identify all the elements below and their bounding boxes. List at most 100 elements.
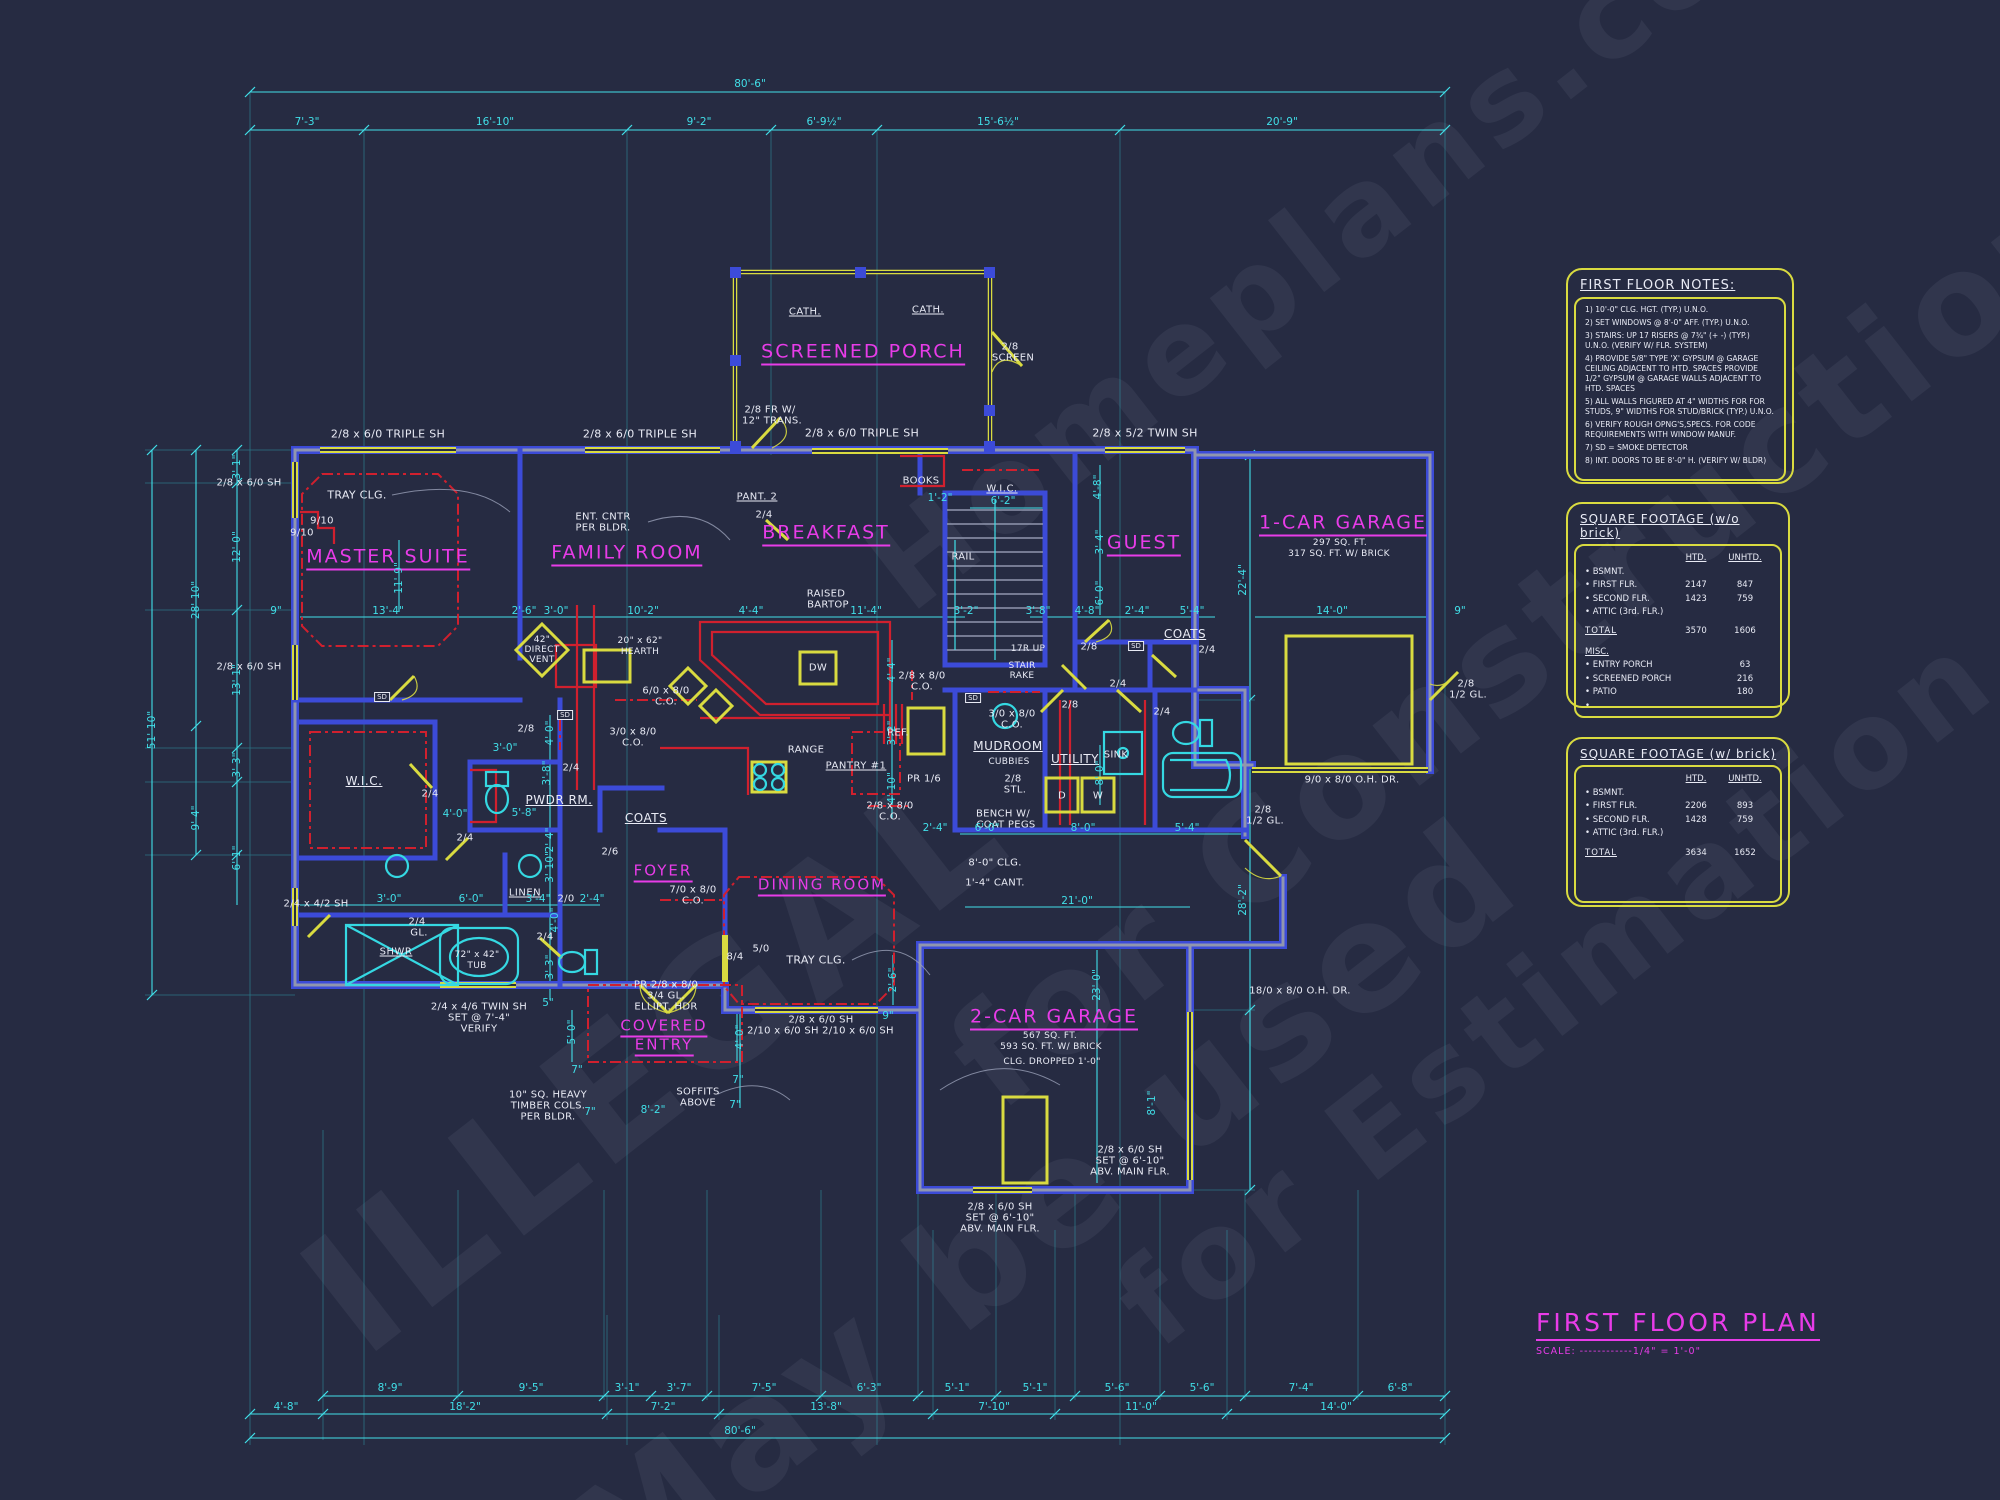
dim-label: 5" [542, 997, 554, 1009]
dim-label: 9" [270, 605, 282, 617]
annotation-washer: W [1092, 790, 1104, 802]
annotation-cubbies: CUBBIES [988, 757, 1030, 767]
col-header-htd: HTD. [1685, 774, 1707, 784]
annotation-ent-cntr-2: PER BLDR. [575, 522, 631, 534]
dim-label: 4'-4" [738, 605, 764, 617]
area-label-pantry1: PANTRY #1 [825, 760, 887, 772]
annotation-timber-1: 10" SQ. HEAVY [509, 1089, 587, 1101]
dim-label: 2'-4" [922, 822, 948, 834]
sqft-panel-wo-brick: SQUARE FOOTAGE (w/o brick) HTD.UNHTD. • … [1566, 502, 1790, 718]
window-label-triple-master: 2/8 x 6/0 TRIPLE SH [330, 427, 446, 441]
area-label-cath-2: CATH. [911, 304, 945, 316]
door-label-24: 2/4 [536, 931, 554, 943]
dim-label: 5'-0" [566, 1019, 578, 1045]
dim-label: 18'-2" [449, 1401, 481, 1413]
dim-label: 3'-4" [1094, 529, 1106, 555]
dim-label: 9'-5" [518, 1382, 544, 1394]
door-label-gl28-garage-1: 2/8 [1457, 678, 1475, 690]
annotation-hearth-2: HEARTH [620, 647, 660, 657]
door-label-24: 2/4 [562, 762, 580, 774]
dim-label: 15'-6½" [977, 116, 1019, 128]
window-label-triple-breakfast: 2/8 x 6/0 TRIPLE SH [804, 426, 920, 440]
garage2-sqft: 567 SQ. FT. [1022, 1031, 1078, 1041]
sqft-total: TOTAL [1585, 847, 1617, 858]
room-label-guest: GUEST [1106, 532, 1182, 557]
dim-label: 4'-0" [734, 1024, 746, 1050]
sqft-misc-row: • [1585, 714, 1719, 716]
annotation-bench-1: BENCH W/ [976, 808, 1030, 820]
annotation-vent-2: DIRECT [524, 645, 560, 655]
dim-label: 8'-0" [1094, 760, 1106, 786]
annotation-vent-3: VENT [529, 655, 555, 665]
area-label-linen: LINEN [508, 887, 542, 899]
sheet-scale: SCALE: ------------1/4" = 1'-0" [1536, 1346, 1701, 1357]
dim-label: 2'-6" [887, 967, 899, 993]
dim-label: 14'-0" [1316, 605, 1348, 617]
area-label-pant2: PANT. 2 [736, 491, 778, 503]
area-label-cath-1: CATH. [788, 306, 822, 318]
dim-label: 6'-0" [458, 893, 484, 905]
dim-label: 9" [1454, 605, 1466, 617]
note-item: 7) SD = SMOKE DETECTOR [1585, 443, 1688, 453]
annotation-timber-2: TIMBER COLS. [510, 1100, 586, 1112]
dim-label: 7'-4" [1288, 1382, 1314, 1394]
annotation-ent-cntr-1: ENT. CNTR [575, 511, 631, 523]
annotation-soffits-1: SOFFITS [676, 1086, 720, 1098]
dim-label: 28'-2" [1237, 884, 1249, 916]
dim-label: 11'-9" [393, 562, 405, 594]
smoke-detector-box: SD [557, 710, 573, 720]
label-ellipt-1: PR 2/8 x 8/0 [633, 979, 699, 991]
dim-label: 21'-0" [1061, 895, 1093, 907]
dim-label: 3'-1" [614, 1382, 640, 1394]
dim-label: 5'-6" [1104, 1382, 1130, 1394]
dim-label: 7" [729, 1099, 741, 1111]
dim-label: 11'-0" [1125, 1401, 1157, 1413]
window-label-garage-right-2: SET @ 6'-10" [1095, 1155, 1165, 1167]
label-ellipt-3: ELLIPT. HDR [634, 1001, 698, 1013]
door-label-gl28-garage-2: 1/2 GL. [1449, 689, 1487, 701]
window-label-dining-sh: 2/8 x 6/0 SH [788, 1014, 854, 1026]
room-label-covered-entry-1: COVERED [620, 1017, 708, 1038]
sqft1-title: SQUARE FOOTAGE (w/o brick) [1580, 512, 1740, 540]
window-label-twin46-verify: VERIFY [460, 1023, 498, 1035]
annotation-tray-clg-master: TRAY CLG. [327, 488, 387, 502]
opening-label-co30b-1: 3/0 x 8/0 [988, 708, 1036, 720]
dim-label: 3'-10" [544, 851, 556, 883]
window-label-twin-guest: 2/8 x 5/2 TWIN SH [1092, 426, 1198, 440]
sqft-row: • FIRST FLR. [1585, 580, 1638, 591]
window-label-twin46-set: SET @ 7'-4" [447, 1012, 511, 1024]
dim-label: 4'-0" [544, 720, 556, 746]
note-item: 2) SET WINDOWS @ 8'-0" AFF. (TYP.) U.N.O… [1585, 318, 1750, 328]
dim-label: 80'-6" [724, 1425, 756, 1437]
dim-label: 7'-3" [294, 116, 320, 128]
annotation-timber-3: PER BLDR. [520, 1111, 576, 1123]
dim-label: 5'-8" [511, 807, 537, 819]
area-label-wic-stairs: W.I.C. [986, 483, 1018, 495]
dim-label: 6'-0" [974, 822, 1000, 834]
opening-label-co28a-2: C.O. [910, 681, 934, 693]
window-label-triple-family: 2/8 x 6/0 TRIPLE SH [582, 427, 698, 441]
dim-label: 11'-4" [850, 605, 882, 617]
window-label-dining-sh210-1: 2/10 x 6/0 SH [747, 1025, 819, 1037]
opening-label-co28a-1: 2/8 x 8/0 [898, 670, 946, 682]
smoke-detector-box: SD [1128, 641, 1144, 651]
door-label-fr-trans-2: 12" TRANS. [741, 415, 803, 427]
garage1-sqft-brick: 317 SQ. FT. W/ BRICK [1288, 549, 1390, 559]
annotation-clg-8: 8'-0" CLG. [968, 857, 1022, 869]
door-label-28: 2/8 [1080, 641, 1098, 653]
opening-label-co30b-2: C.O. [1000, 719, 1024, 731]
area-label-coats-foyer: COATS [624, 811, 668, 825]
dim-label: 4'-0" [442, 808, 468, 820]
room-label-screened-porch: SCREENED PORCH [761, 341, 965, 366]
opening-label-co30a-2: C.O. [621, 737, 645, 749]
annotation-dw: DW [808, 662, 828, 674]
dim-label: 4'-4" [886, 657, 898, 683]
annotation-stair-rake-2: RAKE [1009, 671, 1035, 681]
dim-label: 20'-9" [1266, 116, 1298, 128]
opening-label-co70-2: C.O. [681, 895, 705, 907]
annotation-rail: RAIL [951, 551, 975, 563]
room-label-2car-garage: 2-CAR GARAGE [970, 1006, 1138, 1031]
area-label-utility: UTILITY [1050, 752, 1100, 766]
dim-label: 12'-0" [231, 531, 243, 563]
